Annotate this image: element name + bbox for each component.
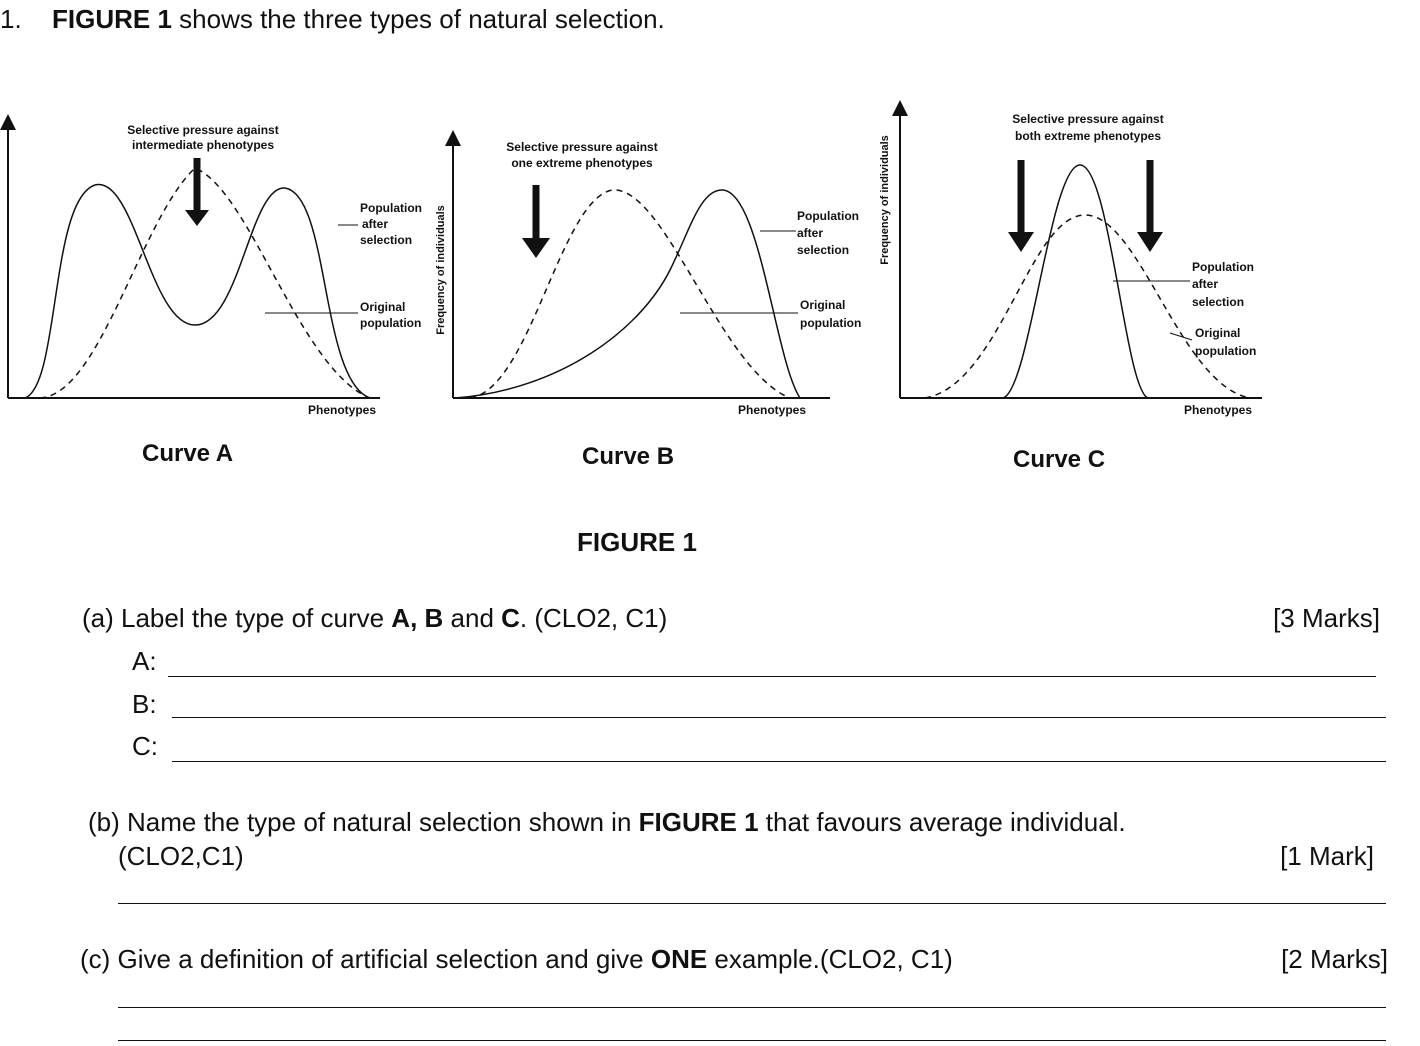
curve-c-population-after	[1002, 164, 1149, 399]
curve-b-original-population	[469, 189, 791, 399]
curve-b-pressure-line1: Selective pressure against	[506, 140, 657, 154]
answer-line-b[interactable]	[172, 717, 1386, 718]
curve-c-after-line3: selection	[1192, 295, 1244, 309]
part-c-marks: [2 Marks]	[1281, 944, 1388, 974]
curve-c-left-pressure-arrowhead	[1008, 232, 1034, 252]
curve-c-panel: Frequency of individuals Selective press…	[879, 100, 1262, 417]
curve-a-caption: Curve A	[142, 440, 234, 467]
curve-a-pressure-arrowhead	[185, 210, 209, 226]
part-a-question: (a) Label the type of curve A, B and C. …	[82, 603, 667, 634]
question-title: 1. FIGURE 1 shows the three types of natu…	[0, 4, 665, 35]
curve-a-original-line1: Original	[360, 300, 405, 314]
curve-a-panel: Selective pressure against intermediate …	[0, 114, 422, 417]
curve-b-after-line3: selection	[797, 243, 849, 257]
curve-b-after-line2: after	[797, 226, 823, 240]
curve-a-population-after	[24, 184, 371, 399]
curve-a-original-population	[39, 167, 371, 399]
curve-c-original-line1: Original	[1195, 326, 1240, 340]
curve-a-x-axis-label: Phenotypes	[308, 403, 376, 417]
curve-c-y-axis-label: Frequency of individuals	[879, 135, 891, 265]
curve-a-after-line3: selection	[360, 233, 412, 247]
answer-label-c: C:	[132, 731, 158, 761]
part-b-clo: (CLO2,C1)	[118, 841, 244, 871]
part-a-text-mid: and	[443, 603, 502, 633]
curve-a-after-line2: after	[362, 217, 388, 231]
curve-a-original-line2: population	[360, 316, 421, 330]
curve-c-after-line1: Population	[1192, 260, 1254, 274]
part-a-marks: [3 Marks]	[1273, 603, 1380, 633]
curve-b-pressure-line2: one extreme phenotypes	[511, 156, 653, 170]
part-c-text-post: example.(CLO2, C1)	[707, 944, 953, 974]
part-c-text-pre: (c) Give a definition of artificial sele…	[80, 944, 651, 974]
curve-b-caption: Curve B	[582, 443, 675, 470]
answer-line-part-c-2[interactable]	[118, 1040, 1386, 1041]
curve-b-original-line1: Original	[800, 298, 845, 312]
natural-selection-figure: Selective pressure against intermediate …	[0, 100, 1262, 417]
curve-b-x-axis-label: Phenotypes	[738, 403, 806, 417]
curve-c-original-line2: population	[1195, 344, 1256, 358]
curve-b-y-axis-label: Frequency of individuals	[435, 205, 447, 335]
curve-c-original-population	[924, 214, 1251, 399]
answer-label-a: A:	[132, 646, 157, 676]
figure-caption: FIGURE 1	[577, 527, 697, 557]
part-c-question: (c) Give a definition of artificial sele…	[80, 944, 953, 975]
answer-line-part-c-1[interactable]	[118, 1007, 1386, 1008]
answer-line-c[interactable]	[172, 761, 1386, 762]
curve-b-after-line1: Population	[797, 209, 859, 223]
answer-label-b: B:	[132, 689, 157, 719]
curve-a-pressure-line2: intermediate phenotypes	[132, 138, 274, 152]
curve-c-pressure-line2: both extreme phenotypes	[1015, 129, 1161, 143]
part-b-text-post: that favours average individual.	[758, 807, 1126, 837]
part-b-marks: [1 Mark]	[1280, 841, 1374, 871]
part-a-bold-c: C	[501, 603, 520, 633]
part-a-text-post: . (CLO2, C1)	[519, 603, 668, 633]
curve-c-after-line2: after	[1192, 277, 1218, 291]
part-a-text-pre: (a) Label the type of curve	[82, 603, 392, 633]
part-b-bold-figure: FIGURE 1	[638, 807, 759, 837]
part-b-text-pre: (b) Name the type of natural selection s…	[88, 807, 639, 837]
curve-c-caption: Curve C	[1013, 446, 1106, 473]
curve-a-after-line1: Population	[360, 201, 422, 215]
part-a-bold-ab: A, B	[391, 603, 444, 633]
question-number: 1.	[0, 4, 22, 34]
curve-b-pressure-arrowhead	[522, 238, 550, 258]
answer-line-a[interactable]	[168, 676, 1376, 677]
part-b-question: (b) Name the type of natural selection s…	[88, 807, 1126, 838]
curve-c-pressure-line1: Selective pressure against	[1012, 112, 1163, 126]
curve-a-pressure-line1: Selective pressure against	[127, 123, 278, 137]
question-text: shows the three types of natural selecti…	[171, 4, 665, 34]
curve-b-panel: Frequency of individuals Selective press…	[435, 130, 861, 417]
curve-b-population-after	[454, 189, 801, 399]
curve-c-x-axis-label: Phenotypes	[1184, 403, 1252, 417]
curve-b-original-line2: population	[800, 316, 861, 330]
question-bold-lead: FIGURE 1	[52, 4, 172, 34]
curve-c-right-pressure-arrowhead	[1137, 232, 1163, 252]
part-c-bold-one: ONE	[650, 944, 708, 974]
answer-line-part-b[interactable]	[118, 903, 1386, 904]
